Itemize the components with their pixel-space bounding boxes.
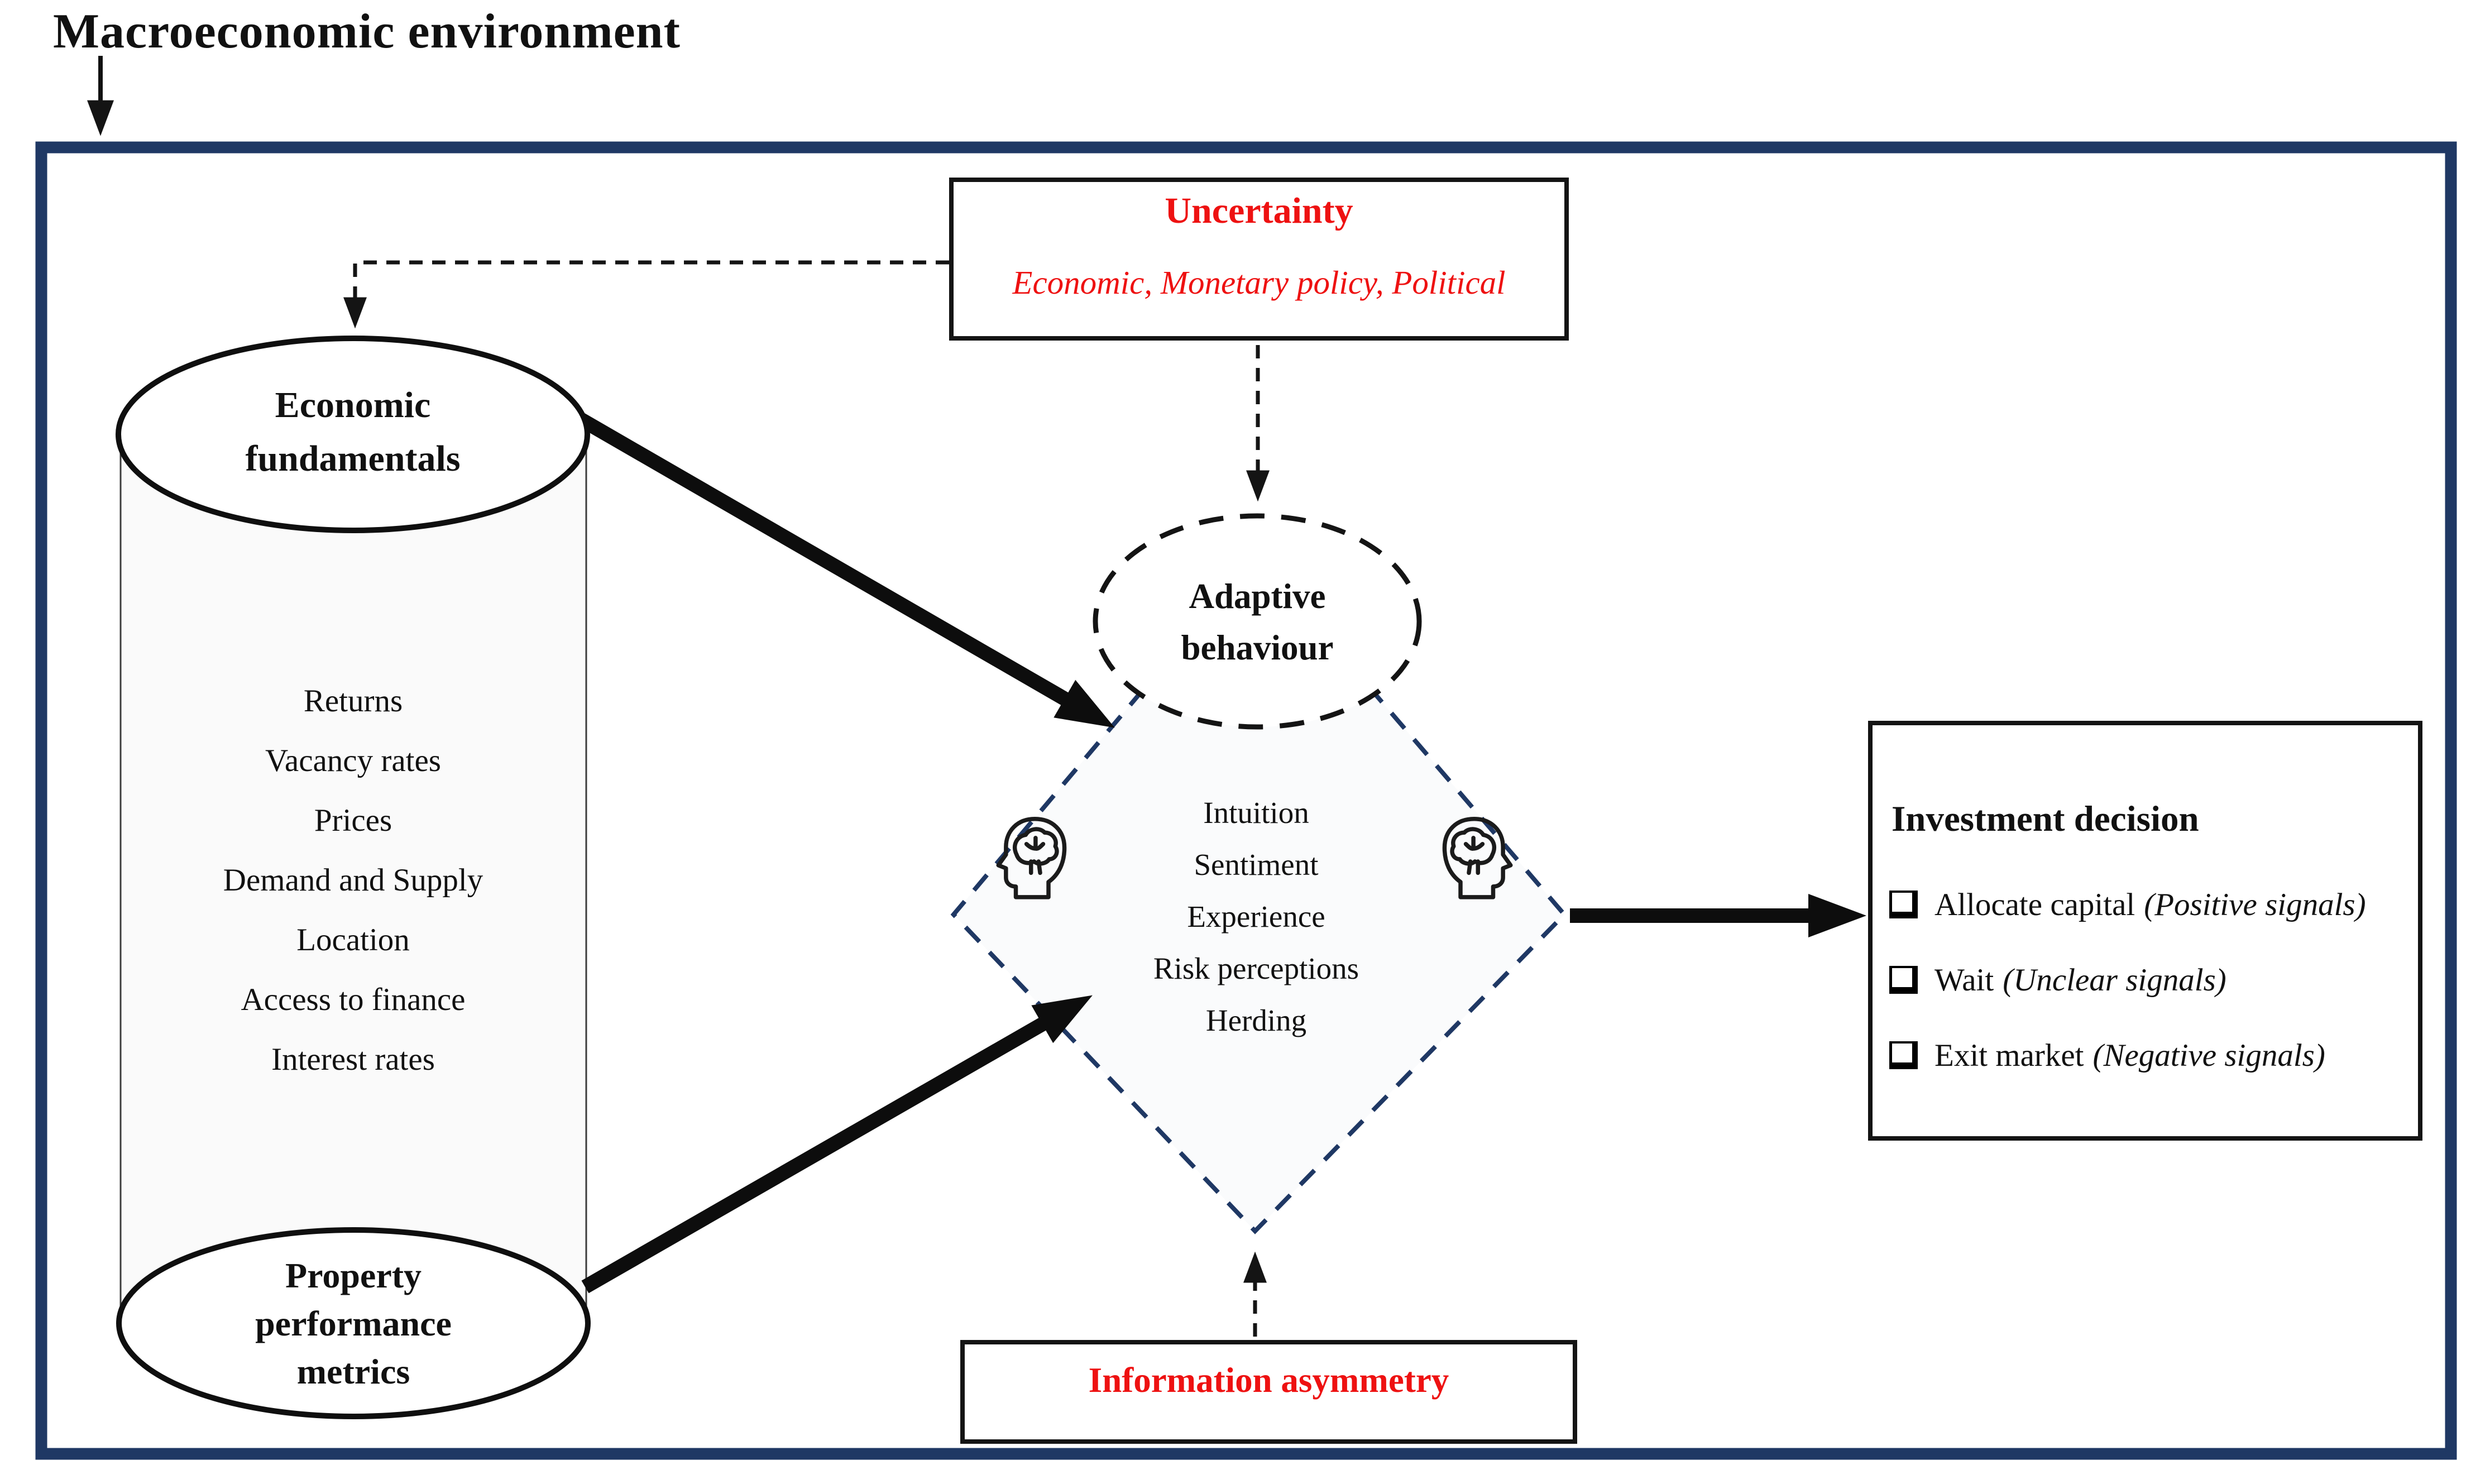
- decision-diamond: [950, 552, 1568, 1234]
- economic-label-line2: fundamentals: [245, 438, 461, 479]
- property-metrics-label: Property performance metrics: [130, 1252, 577, 1396]
- list-item: Sentiment: [1194, 848, 1319, 882]
- decision-item-signal: (Positive signals): [2144, 887, 2366, 922]
- property-label-line3: metrics: [296, 1352, 410, 1391]
- list-item: Vacancy rates: [265, 743, 441, 778]
- ballot-checkbox-icon: [1889, 1041, 1918, 1069]
- list-item: Prices: [314, 803, 392, 838]
- adaptive-label-line2: behaviour: [1181, 628, 1334, 667]
- fundamentals-list: Returns Vacancy rates Prices Demand and …: [119, 671, 587, 1089]
- investment-decision-title: Investment decision: [1892, 799, 2199, 839]
- decision-item-label: Allocate capital: [1934, 887, 2135, 922]
- behaviour-factors-list: Intuition Sentiment Experience Risk perc…: [1030, 787, 1482, 1046]
- uncertainty-subtitle: Economic, Monetary policy, Political: [1012, 264, 1506, 301]
- dashed-uncertainty-to-economic: [343, 260, 949, 329]
- page-title: Macroeconomic environment: [53, 4, 681, 59]
- arrow-property-to-diamond: [581, 995, 1093, 1294]
- list-item: Demand and Supply: [223, 863, 483, 898]
- property-label-line1: Property: [285, 1256, 422, 1295]
- head-brain-icon-left: [996, 817, 1067, 899]
- decision-item-signal: (Negative signals): [2092, 1037, 2325, 1073]
- decision-item-wait: Wait (Unclear signals): [1889, 958, 2226, 1002]
- economic-label-line1: Economic: [275, 385, 431, 425]
- list-item: Interest rates: [271, 1042, 435, 1077]
- property-metrics-ellipse: [116, 1227, 591, 1419]
- economic-fundamentals-ellipse: [116, 336, 590, 533]
- decision-item-label: Wait: [1934, 962, 1994, 998]
- property-label-line2: performance: [255, 1304, 452, 1343]
- head-brain-icon-right: [1442, 817, 1513, 899]
- arrow-economic-to-diamond: [574, 411, 1115, 728]
- list-item: Experience: [1187, 899, 1325, 934]
- list-item: Risk perceptions: [1153, 951, 1359, 985]
- list-item: Access to finance: [241, 982, 466, 1017]
- cylinder-body: [121, 434, 586, 1323]
- list-item: Intuition: [1203, 796, 1309, 830]
- uncertainty-box: Uncertainty Economic, Monetary policy, P…: [949, 178, 1569, 341]
- list-item: Returns: [303, 683, 403, 719]
- list-item: Herding: [1205, 1003, 1307, 1037]
- information-asymmetry-box: Information asymmetry: [960, 1340, 1577, 1444]
- ballot-checkbox-icon: [1889, 891, 1918, 918]
- uncertainty-title: Uncertainty: [1165, 190, 1353, 231]
- list-item: Location: [296, 922, 410, 958]
- investment-decision-box: Investment decision Allocate capital (Po…: [1868, 721, 2422, 1141]
- adaptive-label-line1: Adaptive: [1189, 577, 1326, 616]
- adaptive-behaviour-label: Adaptive behaviour: [1090, 571, 1425, 673]
- decision-item-signal: (Unclear signals): [2003, 962, 2226, 998]
- decision-item-label: Exit market: [1934, 1037, 2084, 1073]
- ballot-checkbox-icon: [1889, 966, 1918, 994]
- adaptive-behaviour-ellipse: [1093, 513, 1422, 730]
- decision-item-allocate: Allocate capital (Positive signals): [1889, 882, 2366, 927]
- macro-environment-border: [35, 141, 2457, 1460]
- information-asymmetry-title: Information asymmetry: [1088, 1361, 1449, 1400]
- economic-fundamentals-label: Economic fundamentals: [130, 379, 576, 486]
- decision-item-exit: Exit market (Negative signals): [1889, 1033, 2325, 1078]
